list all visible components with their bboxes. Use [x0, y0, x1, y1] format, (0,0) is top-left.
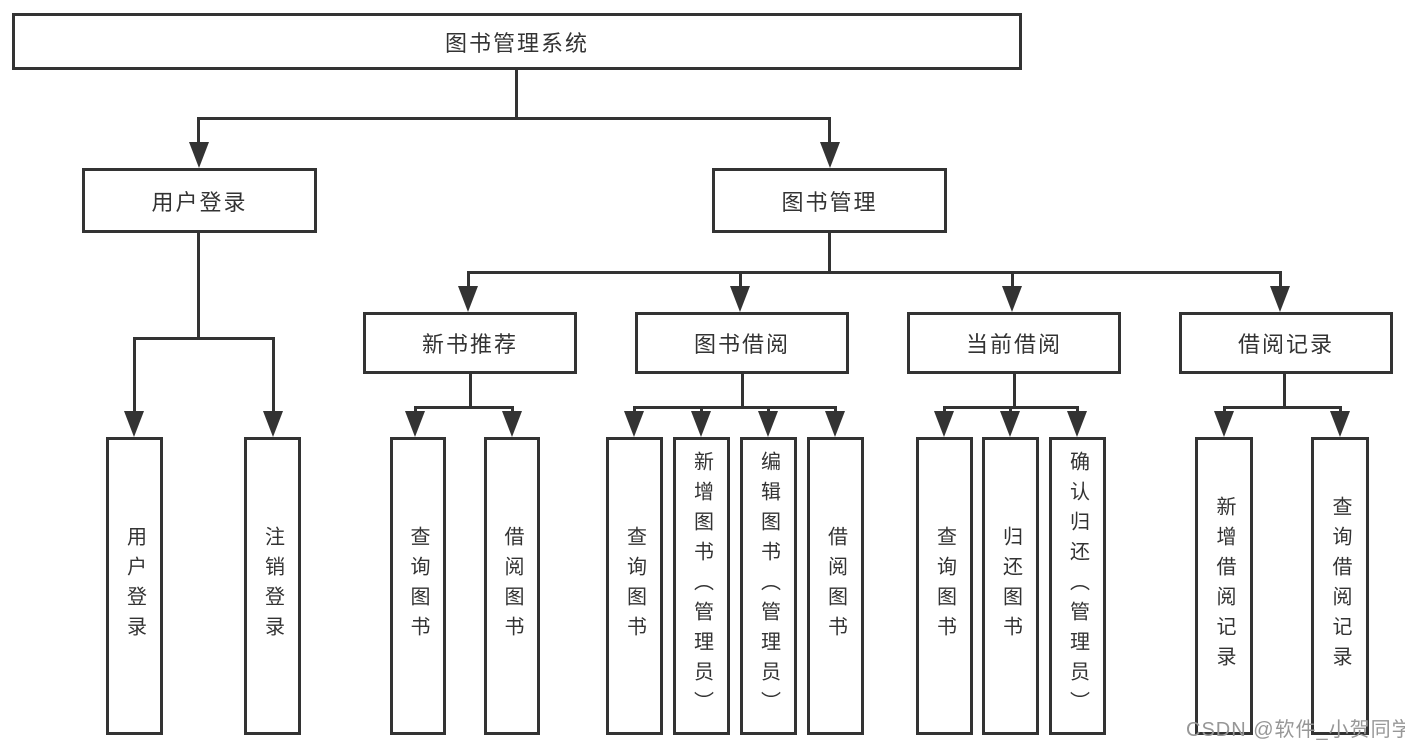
node-user-login: 用户登录	[82, 168, 317, 233]
connector-line	[272, 337, 275, 413]
connector-line	[1223, 406, 1342, 409]
connector-line	[515, 70, 518, 119]
node-label: 用户登录	[123, 526, 146, 646]
node-label: 查询图书	[623, 526, 646, 646]
node-label: 借阅图书	[501, 526, 523, 646]
arrow-down-icon	[263, 411, 283, 437]
connector-line	[700, 406, 703, 415]
node-label: 借阅图书	[824, 526, 847, 646]
connector-line	[511, 406, 514, 415]
arrow-down-icon	[820, 142, 840, 168]
arrow-down-icon	[1270, 286, 1290, 312]
arrow-down-icon	[825, 411, 845, 437]
arrow-down-icon	[758, 411, 778, 437]
connector-line	[133, 337, 275, 340]
node-borrowing-records: 借阅记录	[1179, 312, 1393, 374]
arrow-down-icon	[1214, 411, 1234, 437]
leaf-return-books: 归还图书	[982, 437, 1039, 735]
leaf-query-books-current: 查询图书	[916, 437, 973, 735]
node-label: 新增借阅记录	[1213, 496, 1235, 676]
connector-line	[741, 374, 744, 408]
node-label: 确认归还（管理员）	[1066, 451, 1089, 721]
node-book-borrowing: 图书借阅	[635, 312, 849, 374]
leaf-confirm-return-admin: 确认归还（管理员）	[1049, 437, 1106, 735]
arrow-down-icon	[691, 411, 711, 437]
connector-line	[469, 374, 472, 408]
node-book-management: 图书管理	[712, 168, 947, 233]
node-label: 新增图书（管理员）	[690, 451, 713, 721]
connector-line	[739, 271, 742, 291]
connector-line	[414, 406, 514, 409]
node-label: 编辑图书（管理员）	[757, 451, 780, 721]
connector-line	[414, 406, 417, 415]
node-label: 新书推荐	[421, 332, 518, 357]
connector-line	[1013, 374, 1016, 408]
leaf-logout: 注销登录	[244, 437, 301, 735]
node-label: 图书管理系统	[444, 30, 589, 56]
connector-line	[1011, 271, 1014, 291]
leaf-query-books-recommend: 查询图书	[390, 437, 446, 735]
connector-line	[467, 271, 470, 291]
node-label: 当前借阅	[965, 332, 1062, 357]
arrow-down-icon	[189, 142, 209, 168]
csdn-watermark: CSDN @软件_小贺同学	[1186, 719, 1405, 741]
connector-line	[828, 233, 831, 273]
arrow-down-icon	[934, 411, 954, 437]
connector-line	[197, 233, 200, 339]
node-label: 归还图书	[999, 526, 1022, 646]
leaf-query-borrow-record: 查询借阅记录	[1311, 437, 1369, 735]
arrow-down-icon	[1000, 411, 1020, 437]
arrow-down-icon	[730, 286, 750, 312]
connector-line	[197, 117, 200, 145]
arrow-down-icon	[405, 411, 425, 437]
leaf-borrow-books: 借阅图书	[807, 437, 864, 735]
connector-line	[1279, 271, 1282, 291]
connector-line	[1223, 406, 1226, 415]
leaf-user-login: 用户登录	[106, 437, 163, 735]
node-label: 图书借阅	[693, 332, 790, 357]
node-current-borrowing: 当前借阅	[907, 312, 1121, 374]
connector-line	[1009, 406, 1012, 415]
arrow-down-icon	[624, 411, 644, 437]
node-label: 查询借阅记录	[1329, 496, 1351, 676]
node-label: 查询图书	[407, 526, 429, 646]
connector-line	[197, 117, 831, 120]
connector-line	[767, 406, 770, 415]
node-label: 注销登录	[261, 526, 284, 646]
leaf-edit-books-admin: 编辑图书（管理员）	[740, 437, 797, 735]
arrow-down-icon	[124, 411, 144, 437]
connector-line	[943, 406, 946, 415]
leaf-add-borrow-record: 新增借阅记录	[1195, 437, 1253, 735]
connector-line	[633, 406, 837, 409]
node-new-book-recommend: 新书推荐	[363, 312, 577, 374]
arrow-down-icon	[1330, 411, 1350, 437]
arrow-down-icon	[1067, 411, 1087, 437]
connector-line	[1339, 406, 1342, 415]
leaf-add-books-admin: 新增图书（管理员）	[673, 437, 730, 735]
connector-line	[1283, 374, 1286, 408]
node-label: 图书管理	[781, 189, 878, 215]
node-label: 查询图书	[933, 526, 956, 646]
arrow-down-icon	[458, 286, 478, 312]
node-root-system: 图书管理系统	[12, 13, 1022, 70]
connector-line	[834, 406, 837, 415]
connector-line	[467, 271, 1281, 274]
node-label: 用户登录	[151, 189, 248, 215]
connector-line	[633, 406, 636, 415]
leaf-query-books-borrow: 查询图书	[606, 437, 663, 735]
arrow-down-icon	[502, 411, 522, 437]
connector-line	[133, 337, 136, 413]
leaf-borrow-books-recommend: 借阅图书	[484, 437, 540, 735]
connector-line	[1076, 406, 1079, 415]
node-label: 借阅记录	[1237, 332, 1334, 357]
arrow-down-icon	[1002, 286, 1022, 312]
connector-line	[828, 117, 831, 145]
